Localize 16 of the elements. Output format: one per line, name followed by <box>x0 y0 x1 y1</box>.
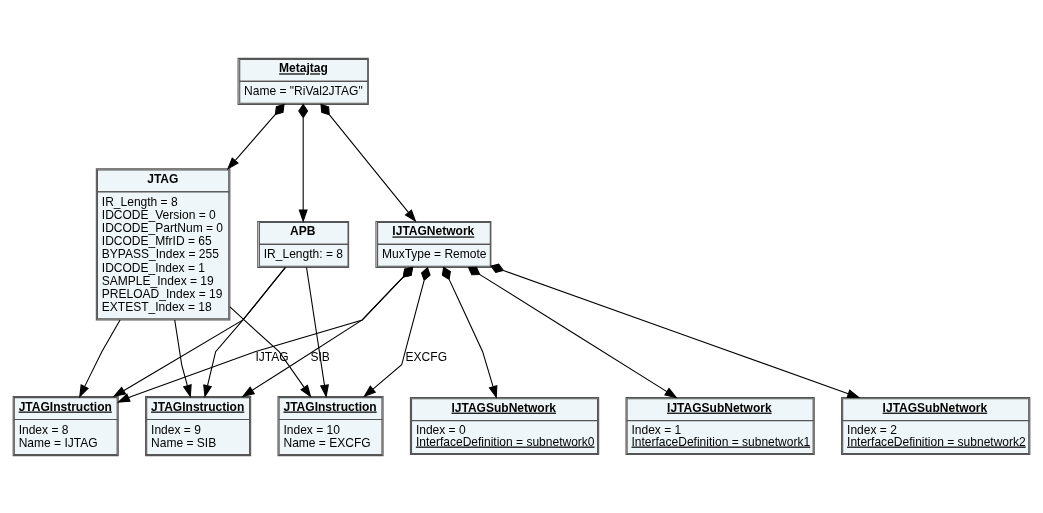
arrow <box>226 103 285 170</box>
arrow <box>241 266 414 397</box>
arrow <box>79 319 121 398</box>
arrow <box>441 266 498 399</box>
arrow <box>229 305 312 398</box>
arrow <box>116 266 414 403</box>
edge-label: EXCFG <box>405 349 447 364</box>
arrow <box>320 103 417 222</box>
arrow <box>467 266 678 398</box>
arrow <box>298 103 309 223</box>
arrow <box>174 319 192 398</box>
arrow <box>490 263 861 398</box>
arrow <box>203 266 286 398</box>
arrow <box>306 266 329 398</box>
arrow <box>363 266 431 397</box>
arrow <box>112 266 286 397</box>
